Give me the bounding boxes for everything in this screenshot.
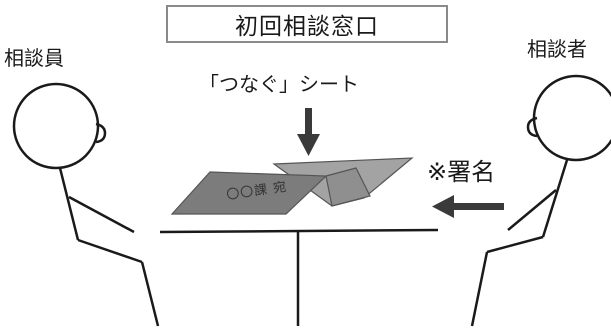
left-arrow [432,195,504,218]
sheet-fold [325,167,371,207]
client-figure [470,74,611,327]
sheet-front-panel [170,171,328,215]
table [159,228,439,326]
client-label: 相談者 [527,37,587,61]
staff-torso [58,167,80,241]
staff-head [12,82,100,170]
client-head [532,74,611,162]
client-leg [470,251,489,327]
staff-leg [140,261,160,327]
staff-label: 相談員 [4,46,64,70]
client-ear [526,116,538,138]
page-title: 初回相談窓口 [166,5,448,43]
client-torso [541,159,569,238]
down-arrow [297,108,320,156]
client-thigh [486,235,544,254]
sheet [170,157,414,215]
client-arm [507,189,557,231]
staff-thigh [77,238,143,264]
sheet-label: 「つなぐ」シート [199,72,359,96]
staff-figure [12,82,160,327]
signature-label: ※署名 [427,158,496,186]
staff-ear [95,122,107,144]
staff-arm [68,195,135,234]
